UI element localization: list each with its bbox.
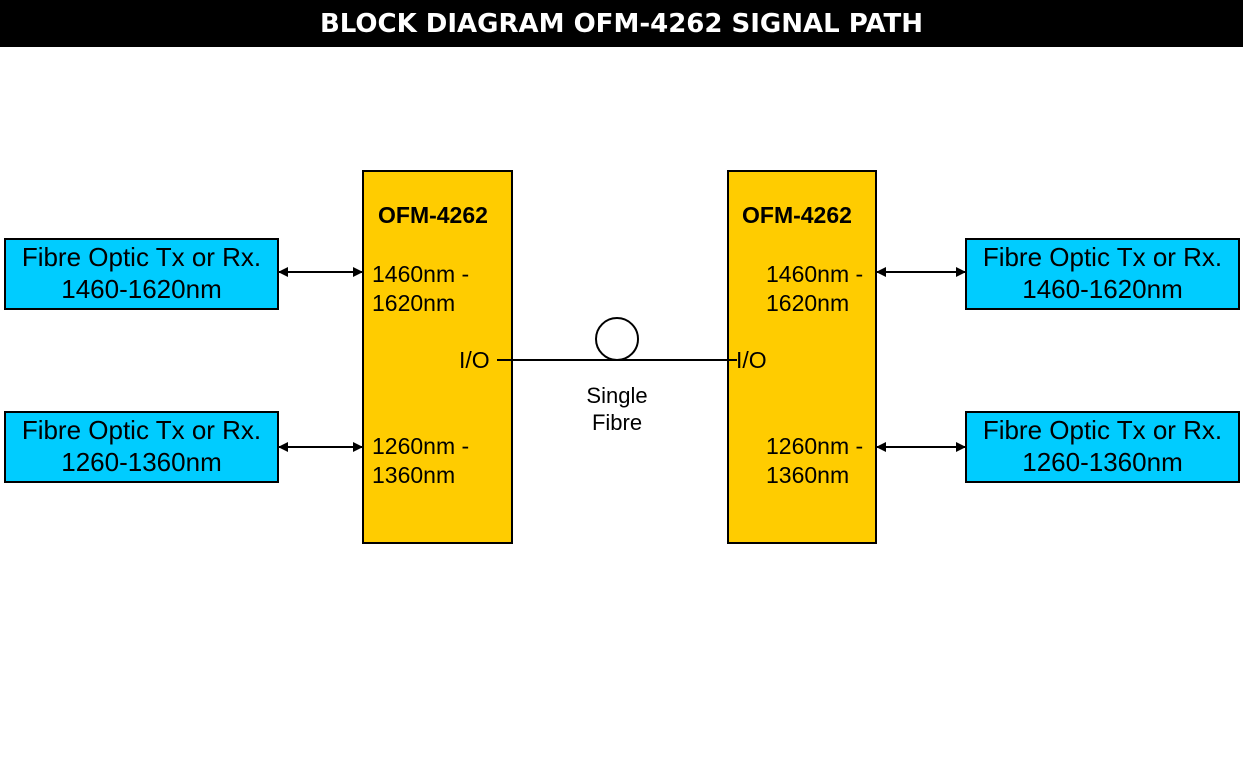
- right-external-high-line2: 1460-1620nm: [1022, 274, 1183, 304]
- left-external-low-line2: 1260-1360nm: [61, 447, 222, 477]
- left-module-box: [362, 170, 513, 544]
- right-module-box: [727, 170, 877, 544]
- left-external-box-low: Fibre Optic Tx or Rx. 1260-1360nm: [4, 411, 279, 483]
- right-external-box-high: Fibre Optic Tx or Rx. 1460-1620nm: [965, 238, 1240, 310]
- left-module-port-low-line2: 1360nm: [372, 462, 456, 488]
- left-module-port-low-line1: 1260nm -: [372, 433, 470, 459]
- right-external-box-low: Fibre Optic Tx or Rx. 1260-1360nm: [965, 411, 1240, 483]
- left-module-port-high-line1: 1460nm -: [372, 261, 470, 287]
- diagram-title: BLOCK DIAGRAM OFM-4262 SIGNAL PATH: [0, 0, 1243, 47]
- right-module-name: OFM-4262: [742, 202, 852, 228]
- left-module-port-high-line2: 1620nm: [372, 290, 456, 316]
- single-fibre-label-line2: Fibre: [591, 410, 643, 435]
- left-external-high-line2: 1460-1620nm: [61, 274, 222, 304]
- left-external-high-line1: Fibre Optic Tx or Rx.: [21, 242, 262, 272]
- left-module-name: OFM-4262: [378, 202, 488, 228]
- right-module-port-low-line2: 1360nm: [766, 462, 850, 488]
- right-module-port-high-line2: 1620nm: [766, 290, 850, 316]
- right-module-port-low-line1: 1260nm -: [766, 433, 864, 459]
- fibre-loop-icon: [595, 317, 639, 361]
- right-external-low-line1: Fibre Optic Tx or Rx.: [982, 415, 1223, 445]
- left-module-io-label: I/O: [459, 347, 490, 373]
- right-module-io-label: I/O: [736, 347, 767, 373]
- right-external-low-line2: 1260-1360nm: [1022, 447, 1183, 477]
- left-external-low-line1: Fibre Optic Tx or Rx.: [21, 415, 262, 445]
- right-external-high-line1: Fibre Optic Tx or Rx.: [982, 242, 1223, 272]
- right-module-port-high-line1: 1460nm -: [766, 261, 864, 287]
- left-external-box-high: Fibre Optic Tx or Rx. 1460-1620nm: [4, 238, 279, 310]
- single-fibre-label-line1: Single: [586, 383, 648, 408]
